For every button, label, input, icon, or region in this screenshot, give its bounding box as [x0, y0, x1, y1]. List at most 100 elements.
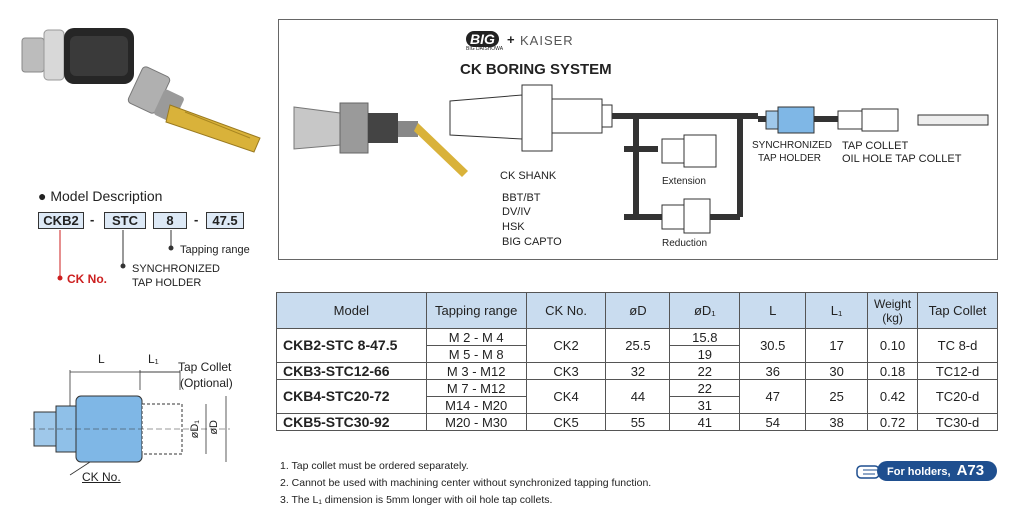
cell-l: 30.5: [739, 328, 807, 363]
cell-l: 54: [739, 413, 807, 431]
cell-tap-collet: TC12-d: [917, 362, 998, 380]
footnotes: 1. Tap collet must be ordered separately…: [280, 458, 651, 509]
cell-model: CKB3-STC12-66: [276, 362, 427, 380]
shank-type-2: DV/IV: [502, 206, 531, 218]
sync-holder-label-2: TAP HOLDER: [758, 153, 821, 164]
cell-range: M 7 - M12: [425, 379, 527, 397]
cell-range: M 2 - M 4: [425, 328, 527, 346]
holder-label-1: SYNCHRONIZED: [132, 263, 221, 275]
cell-tap-collet: TC20-d: [917, 379, 998, 414]
kaiser-logo: KAISER: [520, 33, 574, 48]
shank-type-4: BIG CAPTO: [502, 236, 562, 248]
table-row: CKB3-STC12-66 M 3 - M12 CK3 32 22 36 30 …: [276, 362, 998, 380]
model-description-leaders: [57, 230, 174, 281]
header-weight: Weight (kg): [867, 292, 919, 329]
tap-collet-label-1: Tap Collet: [178, 360, 232, 374]
table-row: M 5 - M 8 19: [277, 345, 998, 363]
cell-model: CKB4-STC20-72: [276, 379, 427, 414]
cell-d1: 15.8: [669, 328, 741, 346]
header-tapping-range: Tapping range: [425, 292, 527, 329]
tap-collet-label-2: (Optional): [180, 376, 233, 390]
cell-d: 25.5: [605, 328, 671, 363]
system-diagram: [293, 84, 989, 234]
holder-label-2: TAP HOLDER: [132, 277, 202, 289]
spec-table: Model Tapping range CK No. øD øD₁ L L₁ W…: [276, 292, 998, 431]
cell-weight: 0.72: [867, 413, 919, 431]
tap-collet-label: TAP COLLET: [842, 140, 909, 152]
product-photo: [21, 28, 261, 153]
header-d: øD: [605, 292, 671, 329]
dim-l1: L₁: [148, 352, 159, 366]
cell-l: 47: [739, 379, 807, 414]
note-2: 2. Cannot be used with machining center …: [280, 477, 652, 489]
header-ck-no: CK No.: [525, 292, 607, 329]
cell-weight: 0.42: [867, 379, 919, 414]
system-title: CK BORING SYSTEM: [460, 61, 612, 78]
header-d1: øD₁: [669, 292, 741, 329]
ck-boring-system-panel: [278, 19, 998, 260]
cell-l1: 17: [805, 328, 869, 363]
cell-d: 44: [605, 379, 671, 414]
for-holders-pill[interactable]: For holders,A73: [877, 461, 997, 481]
dim-d1: øD₁: [189, 420, 201, 439]
cell-range: M20 - M30: [425, 413, 527, 431]
shank-type-3: HSK: [502, 221, 525, 233]
cell-d1: 22: [669, 362, 741, 380]
cell-tap-collet: TC 8-d: [917, 328, 998, 363]
code-length: 47.5: [206, 212, 244, 229]
cell-d: 32: [605, 362, 671, 380]
cell-range: M 5 - M 8: [425, 345, 527, 363]
big-logo: BIG: [466, 31, 499, 47]
header-l1: L₁: [805, 292, 869, 329]
note-3: 3. The L₁ dimension is 5mm longer with o…: [280, 494, 553, 506]
cell-l1: 30: [805, 362, 869, 380]
cell-d1: 22: [669, 379, 741, 397]
header-l: L: [739, 292, 807, 329]
oil-hole-tap-collet-label: OIL HOLE TAP COLLET: [842, 153, 962, 165]
code-ck: CKB2: [38, 212, 84, 229]
shank-type-1: BBT/BT: [502, 192, 541, 204]
cell-d1: 19: [669, 345, 741, 363]
cell-d: 55: [605, 413, 671, 431]
cell-l1: 25: [805, 379, 869, 414]
dash: -: [194, 212, 199, 227]
cell-ck: CK4: [525, 379, 607, 414]
shank-label: CK SHANK: [500, 170, 557, 182]
dim-l: L: [98, 352, 105, 366]
cell-model: CKB2-STC 8-47.5: [276, 328, 427, 363]
cell-ck: CK2: [525, 328, 607, 363]
code-holder: STC: [104, 212, 146, 229]
model-description-title: ● Model Description: [38, 188, 163, 204]
cell-model: CKB5-STC30-92: [276, 413, 427, 431]
dimension-drawing: [30, 370, 230, 476]
table-row: CKB2-STC 8-47.5 M 2 - M 4 CK2 25.5 15.8 …: [276, 328, 998, 363]
for-holders-link[interactable]: For holders,A73: [855, 460, 998, 482]
table-row: CKB4-STC20-72 M 7 - M12 CK4 44 22 47 25 …: [276, 379, 998, 414]
dim-d: øD: [208, 420, 220, 435]
drawing-ck-no: CK No.: [82, 470, 121, 484]
cell-tap-collet: TC30-d: [917, 413, 998, 431]
cell-range: M 3 - M12: [425, 362, 527, 380]
ck-no-label: CK No.: [67, 272, 107, 286]
cell-l1: 38: [805, 413, 869, 431]
cell-weight: 0.10: [867, 328, 919, 363]
cell-range: M14 - M20: [425, 396, 527, 414]
sync-holder-label-1: SYNCHRONIZED: [752, 140, 833, 151]
cell-ck: CK5: [525, 413, 607, 431]
header-tap-collet: Tap Collet: [917, 292, 998, 329]
big-daishowa-text: BIG DAISHOWA: [466, 46, 504, 52]
cell-l: 36: [739, 362, 807, 380]
cell-weight: 0.18: [867, 362, 919, 380]
header-model: Model: [276, 292, 427, 329]
dash: -: [90, 212, 95, 227]
note-1: 1. Tap collet must be ordered separately…: [280, 460, 469, 472]
code-tap-range: 8: [153, 212, 187, 229]
table-row: CKB5-STC30-92 M20 - M30 CK5 55 41 54 38 …: [276, 413, 998, 431]
plus-sign: +: [507, 32, 515, 47]
extension-label: Extension: [662, 176, 706, 187]
cell-ck: CK3: [525, 362, 607, 380]
cell-d1: 31: [669, 396, 741, 414]
cell-d1: 41: [669, 413, 741, 431]
tapping-range-label: Tapping range: [180, 244, 250, 256]
reduction-label: Reduction: [662, 238, 708, 249]
